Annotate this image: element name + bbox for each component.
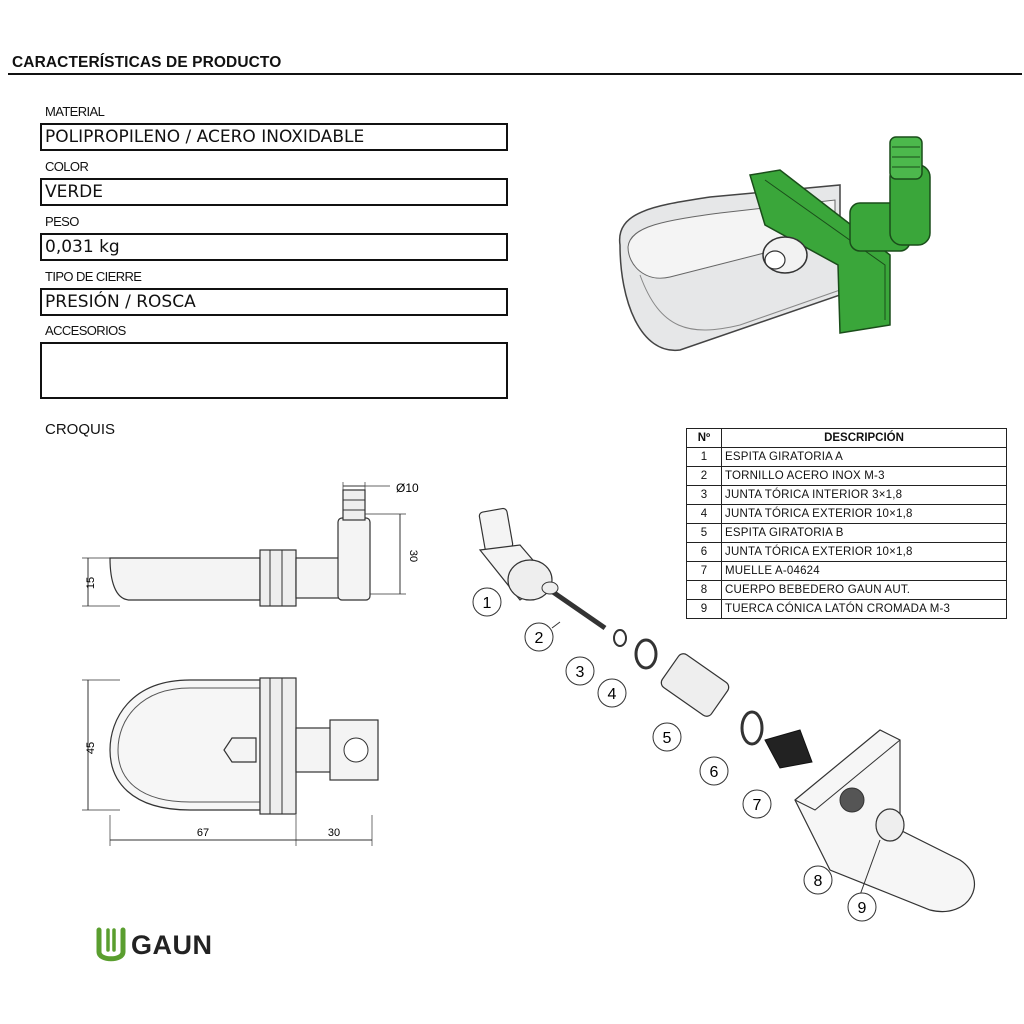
- callout-2: 2: [524, 622, 554, 652]
- callout-1: 1: [472, 587, 502, 617]
- technical-drawing: 15 30 Ø10 45 67 30: [82, 481, 419, 846]
- weight-label: PESO: [45, 214, 79, 229]
- closure-type-label: TIPO DE CIERRE: [45, 269, 142, 284]
- dim-spout-height: 30: [407, 550, 419, 562]
- page-title: CARACTERÍSTICAS DE PRODUCTO: [12, 54, 282, 71]
- svg-text:3: 3: [576, 664, 585, 681]
- callout-9: 9: [847, 892, 877, 922]
- callout-5: 5: [652, 722, 682, 752]
- material-value: POLIPROPILENO / ACERO INOXIDABLE: [40, 123, 508, 151]
- dim-spout-length: 30: [328, 827, 340, 839]
- part-number: 2: [686, 466, 722, 486]
- dim-bowl-height: 15: [85, 577, 97, 589]
- title-divider: [8, 73, 1022, 75]
- part-description: JUNTA TÓRICA EXTERIOR 10×1,8: [721, 504, 1007, 524]
- part-number: 4: [686, 504, 722, 524]
- callout-3: 3: [565, 656, 595, 686]
- svg-text:8: 8: [814, 873, 823, 890]
- svg-text:5: 5: [663, 730, 672, 747]
- accessories-value: [40, 342, 508, 399]
- part-number: 6: [686, 542, 722, 562]
- part-description: JUNTA TÓRICA INTERIOR 3×1,8: [721, 485, 1007, 505]
- column-header-description: DESCRIPCIÓN: [721, 428, 1007, 448]
- callout-7: 7: [742, 789, 772, 819]
- part-number: 9: [686, 599, 722, 619]
- weight-value: 0,031 kg: [40, 233, 508, 261]
- part-description: ESPITA GIRATORIA A: [721, 447, 1007, 467]
- svg-text:2: 2: [535, 630, 544, 647]
- svg-text:4: 4: [608, 686, 617, 703]
- svg-text:6: 6: [710, 764, 719, 781]
- part-number: 7: [686, 561, 722, 581]
- closure-type-value: PRESIÓN / ROSCA: [40, 288, 508, 316]
- dim-bowl-length: 67: [197, 827, 209, 839]
- part-number: 3: [686, 485, 722, 505]
- exploded-view-drawing: 1 2 3 4 5 6 7 8 9: [472, 507, 976, 922]
- part-number: 1: [686, 447, 722, 467]
- part-number: 5: [686, 523, 722, 543]
- dim-diameter: Ø10: [396, 481, 419, 495]
- accessories-label: ACCESORIOS: [45, 323, 126, 338]
- product-render-image: [619, 136, 931, 351]
- material-label: MATERIAL: [45, 104, 105, 119]
- svg-text:9: 9: [858, 900, 867, 917]
- part-description: TORNILLO ACERO INOX M-3: [721, 466, 1007, 486]
- part-description: MUELLE A-04624: [721, 561, 1007, 581]
- part-number: 8: [686, 580, 722, 600]
- color-value: VERDE: [40, 178, 508, 206]
- callout-8: 8: [803, 865, 833, 895]
- svg-text:1: 1: [483, 595, 492, 612]
- callout-4: 4: [597, 678, 627, 708]
- sketch-heading: CROQUIS: [45, 421, 116, 438]
- part-description: CUERPO BEBEDERO GAUN AUT.: [721, 580, 1007, 600]
- callout-6: 6: [699, 756, 729, 786]
- svg-text:7: 7: [753, 797, 762, 814]
- dim-width: 45: [85, 742, 97, 754]
- column-header-number: Nº: [686, 428, 722, 448]
- part-description: TUERCA CÓNICA LATÓN CROMADA M-3: [721, 599, 1007, 619]
- part-description: JUNTA TÓRICA EXTERIOR 10×1,8: [721, 542, 1007, 562]
- brand-name: GAUN: [131, 930, 213, 960]
- gaun-logo-icon: [96, 927, 126, 962]
- table-header-row: Nº DESCRIPCIÓN: [686, 428, 1007, 448]
- color-label: COLOR: [45, 159, 89, 174]
- part-description: ESPITA GIRATORIA B: [721, 523, 1007, 543]
